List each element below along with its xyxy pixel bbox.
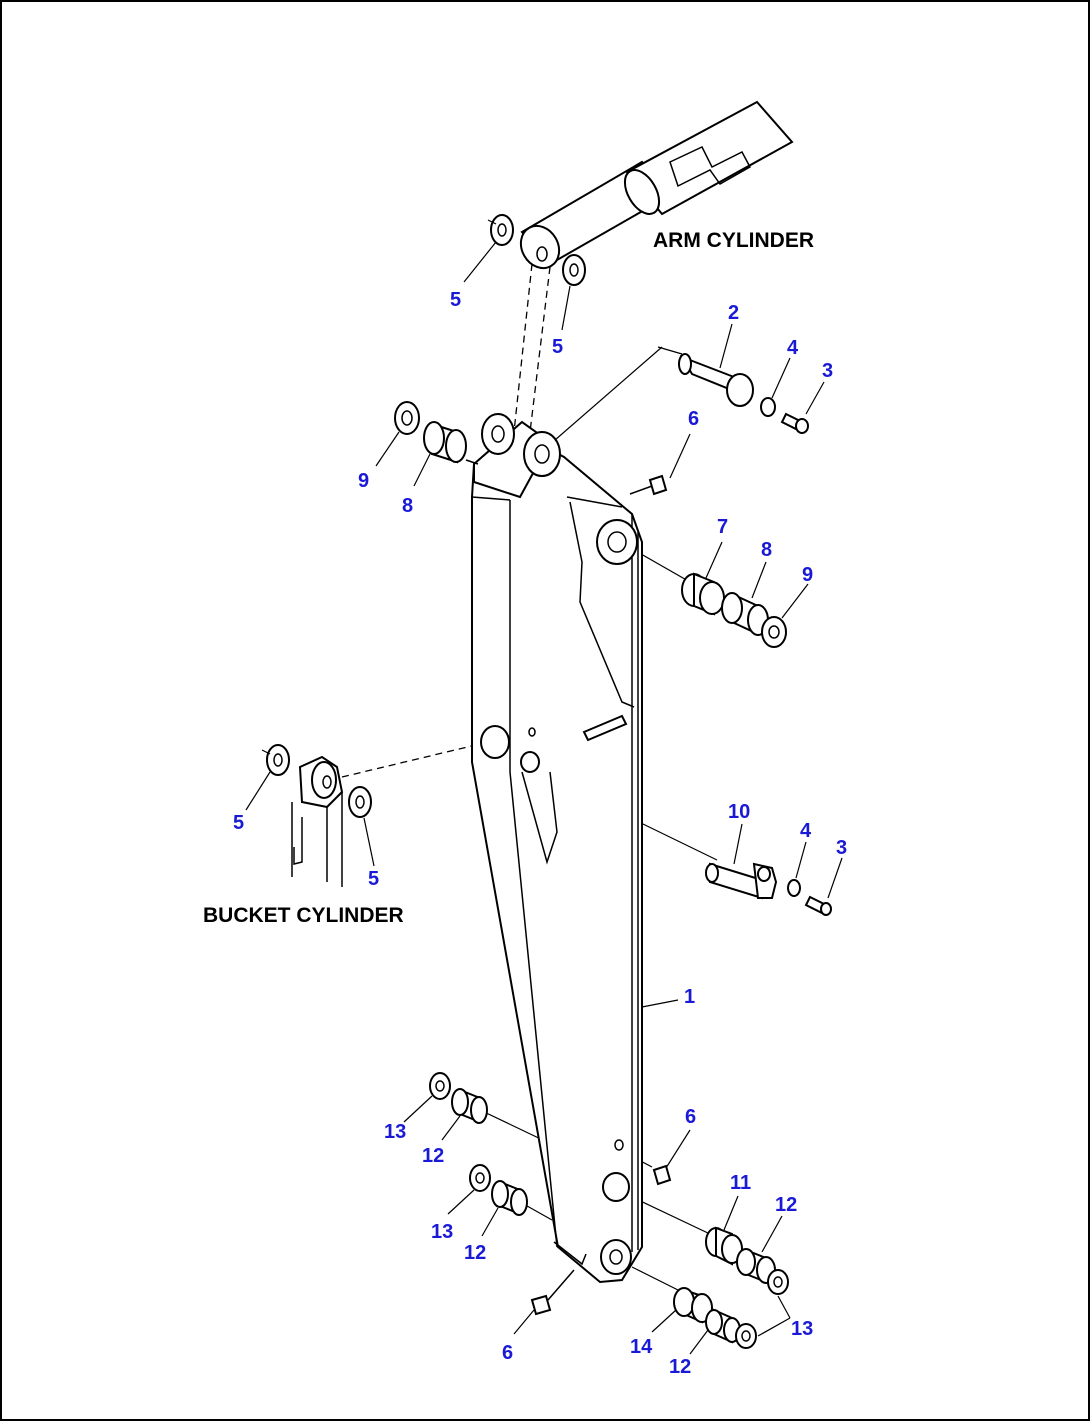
- callout-5: 5: [368, 868, 379, 890]
- callout-12: 12: [775, 1194, 797, 1216]
- callout-5: 5: [552, 336, 563, 358]
- bottom-right-bushings: [673, 1226, 789, 1349]
- callout-9: 9: [802, 564, 813, 586]
- callout-8: 8: [761, 539, 772, 561]
- callout-leaders: [245, 241, 843, 1355]
- callout-1: 1: [684, 986, 695, 1008]
- callout-6: 6: [688, 408, 699, 430]
- callout-3: 3: [822, 360, 833, 382]
- arm-cylinder: [519, 100, 794, 270]
- arm-body: [471, 413, 679, 1284]
- callout-10: 10: [728, 801, 750, 823]
- bucket-cylinder-label: BUCKET CYLINDER: [203, 904, 404, 927]
- callout-11: 11: [730, 1172, 751, 1194]
- callout-12: 12: [669, 1356, 691, 1378]
- grease-fittings-lower: [530, 1164, 672, 1316]
- washer-5b: [562, 254, 586, 286]
- pin-2-assembly: [678, 353, 809, 434]
- callout-4: 4: [800, 820, 812, 842]
- pin-10-assembly: [705, 862, 832, 916]
- callout-8: 8: [402, 495, 413, 517]
- washer-5a: [490, 214, 514, 246]
- callout-13: 13: [791, 1318, 813, 1340]
- callout-6: 6: [502, 1342, 513, 1364]
- callout-4: 4: [787, 337, 799, 359]
- callout-12: 12: [464, 1242, 486, 1264]
- callout-3: 3: [836, 837, 847, 859]
- callout-5: 5: [233, 812, 244, 834]
- bucket-cylinder: [261, 744, 372, 887]
- callout-13: 13: [384, 1121, 406, 1143]
- callout-13: 13: [431, 1221, 453, 1243]
- callout-12: 12: [422, 1145, 444, 1167]
- callout-2: 2: [728, 302, 739, 324]
- left-upper-bushing: [394, 401, 479, 465]
- callout-6: 6: [685, 1106, 696, 1128]
- callout-5: 5: [450, 289, 461, 311]
- bottom-left-bushings: [429, 1072, 528, 1216]
- callout-14: 14: [630, 1336, 653, 1358]
- arm-cylinder-label: ARM CYLINDER: [653, 229, 814, 252]
- grease-fitting-upper: [629, 474, 668, 496]
- callout-9: 9: [358, 470, 369, 492]
- callout-7: 7: [717, 516, 728, 538]
- right-middle-bushings: [681, 572, 787, 648]
